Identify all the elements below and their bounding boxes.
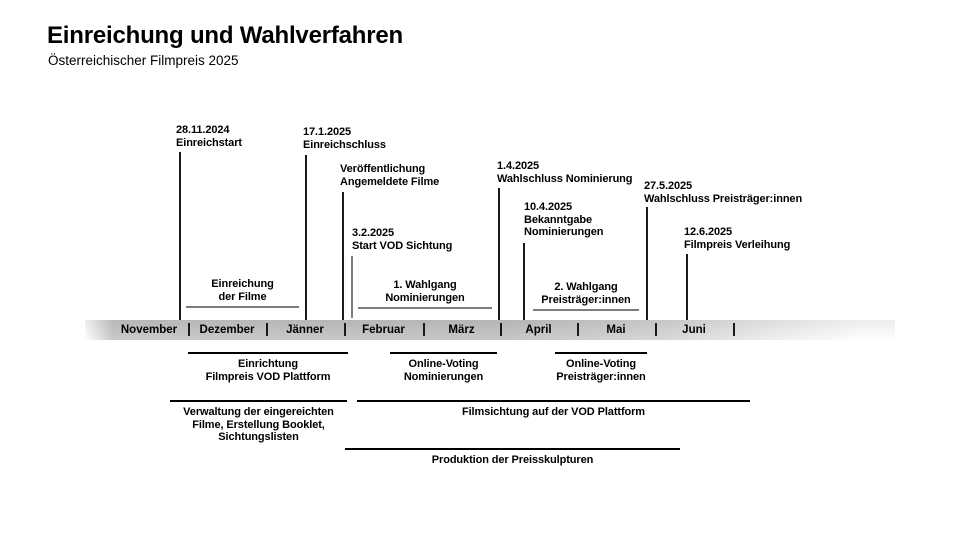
page-title: Einreichung und Wahlverfahren	[47, 22, 404, 49]
phase-online-voting-preistraegerinnen: Online-Voting Preisträger:innen	[555, 352, 647, 383]
milestone-line-verleihung	[686, 254, 688, 320]
milestone-line-einreichstart	[179, 152, 181, 320]
milestone-label: Filmpreis Verleihung	[684, 238, 791, 251]
milestone-label: Wahlschluss Preisträger:innen	[644, 192, 803, 205]
milestone-date: 17.1.2025	[303, 126, 352, 138]
milestone-line-wahlschluss-preistraegerinnen	[646, 207, 648, 320]
timeline-month-april: April	[525, 324, 552, 336]
milestone-line-bekanntgabe	[523, 243, 525, 320]
milestone-start-vod-sichtung: 3.2.2025 Start VOD Sichtung	[352, 227, 452, 252]
milestone-date: 12.6.2025	[684, 226, 733, 238]
month-separator	[733, 323, 735, 336]
milestone-wahlschluss-preistraegerinnen: 27.5.2025 Wahlschluss Preisträger:innen	[644, 180, 802, 205]
milestone-date: 10.4.2025	[524, 201, 573, 213]
timeline-month-jaenner: Jänner	[286, 324, 324, 336]
milestone-line-einreichschluss	[305, 155, 307, 320]
milestone-line-wahlschluss-nominierung	[498, 188, 500, 320]
month-separator	[266, 323, 268, 336]
month-separator	[188, 323, 190, 336]
milestone-einreichschluss: 17.1.2025 Einreichschluss	[303, 126, 386, 151]
milestone-date: 28.11.2024	[176, 124, 230, 136]
month-separator	[423, 323, 425, 336]
month-separator	[577, 323, 579, 336]
milestone-date: 1.4.2025	[497, 160, 540, 172]
milestone-label: Einreichstart	[176, 136, 242, 149]
timeline-month-maerz: März	[448, 324, 475, 336]
milestone-label: Start VOD Sichtung	[352, 239, 453, 252]
timeline-month-mai: Mai	[606, 324, 626, 336]
milestone-wahlschluss-nominierung: 1.4.2025 Wahlschluss Nominierung	[497, 160, 633, 185]
timeline-month-februar: Februar	[362, 324, 405, 336]
phase-verwaltung-eingereichte-filme: Verwaltung der eingereichten Filme, Erst…	[170, 400, 347, 444]
milestone-line-start-vod	[351, 256, 353, 318]
phase-einreichung-der-filme: Einreichung der Filme	[186, 278, 299, 308]
milestone-bekanntgabe-nominierungen: 10.4.2025 Bekanntgabe Nominierungen	[524, 201, 603, 239]
milestone-label: Wahlschluss Nominierung	[497, 172, 633, 185]
timeline-month-dezember: Dezember	[199, 324, 255, 336]
milestone-line-veroeffentlichung	[342, 192, 344, 320]
phase-einrichtung-vod-plattform: Einrichtung Filmpreis VOD Plattform	[188, 352, 348, 383]
timeline-month-november: November	[120, 324, 178, 336]
milestone-label: Einreichschluss	[303, 138, 386, 151]
month-separator	[655, 323, 657, 336]
milestone-label: Bekanntgabe Nominierungen	[524, 213, 604, 239]
phase-filmsichtung-vod-plattform: Filmsichtung auf der VOD Plattform	[357, 400, 750, 419]
milestone-label: Veröffentlichung Angemeldete Filme	[340, 163, 440, 188]
milestone-veroeffentlichung-angemeldete-filme: Veröffentlichung Angemeldete Filme	[340, 163, 439, 188]
milestone-date: 3.2.2025	[352, 227, 395, 239]
milestone-date: 27.5.2025	[644, 180, 693, 192]
phase-produktion-preisskulpturen: Produktion der Preisskulpturen	[345, 448, 680, 467]
month-separator	[344, 323, 346, 336]
page-subtitle: Österreichischer Filmpreis 2025	[48, 53, 239, 68]
timeline-month-juni: Juni	[682, 324, 706, 336]
phase-zweiter-wahlgang-preistraegerinnen: 2. Wahlgang Preisträger:innen	[533, 281, 639, 311]
milestone-einreichstart: 28.11.2024 Einreichstart	[176, 124, 242, 149]
phase-online-voting-nominierungen: Online-Voting Nominierungen	[390, 352, 497, 383]
month-separator	[500, 323, 502, 336]
timeline-bar	[85, 320, 895, 340]
milestone-filmpreis-verleihung: 12.6.2025 Filmpreis Verleihung	[684, 226, 790, 251]
phase-erster-wahlgang-nominierungen: 1. Wahlgang Nominierungen	[358, 279, 492, 309]
